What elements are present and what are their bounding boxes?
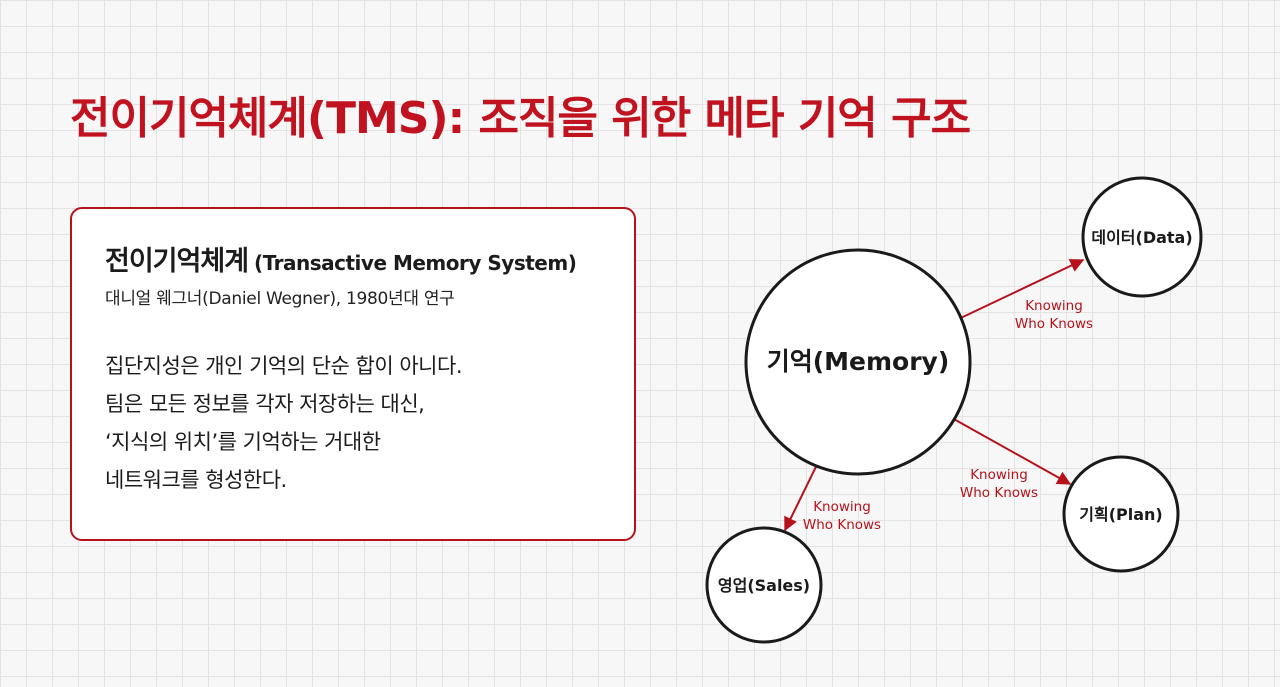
node-memory-label: 기억(Memory): [767, 347, 950, 376]
card-subtitle: 대니얼 웨그너(Daniel Wegner), 1980년대 연구: [105, 289, 455, 309]
card-body: 집단지성은 개인 기억의 단순 합이 아니다. 팀은 모든 정보를 각자 저장하…: [105, 347, 463, 499]
node-plan-label: 기획(Plan): [1079, 505, 1162, 524]
node-data-label: 데이터(Data): [1091, 228, 1192, 247]
card-heading-korean: 전이기억체계: [105, 246, 249, 277]
edge-label-plan-line2: Who Knows: [960, 485, 1038, 501]
card-body-line: ‘지식의 위치’를 기억하는 거대한: [105, 430, 381, 454]
edge-label-sales-line1: Knowing: [813, 499, 871, 515]
edge-label-data-line1: Knowing: [1025, 298, 1083, 314]
node-data: [1081, 176, 1203, 298]
edge-label-plan-line1: Knowing: [970, 467, 1028, 483]
node-plan: [1062, 455, 1180, 573]
slide-title: 전이기억체계(TMS): 조직을 위한 메타 기억 구조: [70, 93, 971, 144]
card-heading-english: (Transactive Memory System): [254, 251, 577, 275]
edge-label-sales-line2: Who Knows: [803, 517, 881, 533]
edge-label-data-line2: Who Knows: [1015, 316, 1093, 332]
node-memory: [744, 248, 972, 476]
node-sales: [705, 526, 823, 644]
info-card: 전이기억체계(Transactive Memory System) 대니얼 웨그…: [70, 207, 636, 541]
node-sales-label: 영업(Sales): [718, 576, 810, 595]
card-heading: 전이기억체계(Transactive Memory System): [105, 239, 577, 278]
card-body-line: 집단지성은 개인 기억의 단순 합이 아니다.: [105, 354, 463, 378]
card-body-line: 팀은 모든 정보를 각자 저장하는 대신,: [105, 392, 425, 416]
card-body-line: 네트워크를 형성한다.: [105, 468, 287, 492]
